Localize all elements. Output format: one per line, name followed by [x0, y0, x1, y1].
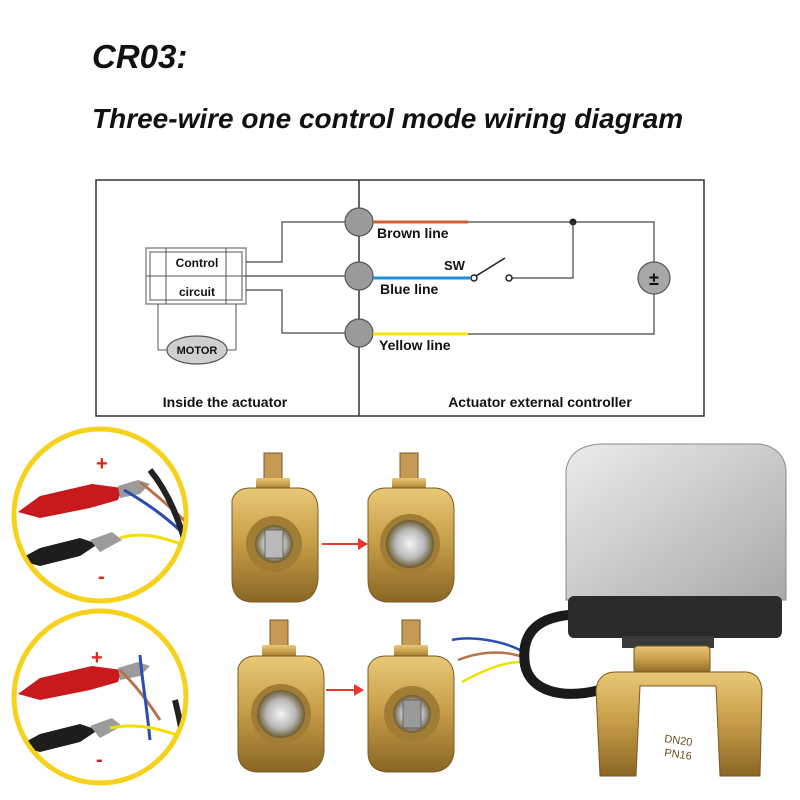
power-symbol: ± [649, 269, 659, 289]
arrow-head-1 [358, 538, 368, 550]
motor-label: MOTOR [177, 345, 218, 357]
arrow-head-2 [354, 684, 364, 696]
minus-sign-1: - [98, 566, 105, 588]
blue-line-label: Blue line [380, 281, 439, 297]
actuator-valve-product: DN20 PN16 [451, 443, 787, 777]
valve-row-2-left [237, 619, 325, 773]
page-title: CR03: [92, 38, 188, 75]
internal-wire-brown [246, 221, 352, 263]
valve-row-2-right [367, 619, 455, 773]
valve-row-1-left [231, 452, 319, 603]
switch-sw: SW [444, 257, 513, 282]
external-controller-label: Actuator external controller [448, 394, 632, 410]
inside-actuator-label: Inside the actuator [163, 394, 288, 410]
power-source: ± [637, 261, 671, 295]
motor: MOTOR [157, 304, 237, 365]
terminal-blue [344, 261, 374, 291]
valve-row-1-right [367, 452, 455, 603]
terminal-yellow [344, 318, 374, 348]
control-circuit-block: Control circuit [145, 247, 247, 305]
internal-wire-yellow [246, 289, 352, 334]
valve-marking-size: DN20 [664, 733, 694, 749]
yellow-line-label: Yellow line [379, 337, 451, 353]
test-circle-open: + - [11, 426, 189, 604]
external-wire-switch-return [512, 222, 574, 279]
terminal-brown [344, 207, 374, 237]
circuit-label: circuit [179, 285, 215, 299]
switch-label: SW [444, 258, 466, 273]
wiring-diagram: Control circuit MOTOR [95, 179, 705, 417]
diagram-subtitle: Three-wire one control mode wiring diagr… [92, 103, 684, 134]
test-circle-close: + - [11, 608, 189, 786]
control-label: Control [176, 256, 219, 270]
minus-sign-2: - [96, 749, 103, 771]
external-wire-top [468, 221, 655, 262]
plus-sign-1: + [96, 453, 108, 475]
external-wire-bottom [468, 294, 655, 335]
valve-marking-pressure: PN16 [664, 747, 693, 763]
brown-line-label: Brown line [377, 225, 449, 241]
plus-sign-2: + [91, 647, 103, 669]
